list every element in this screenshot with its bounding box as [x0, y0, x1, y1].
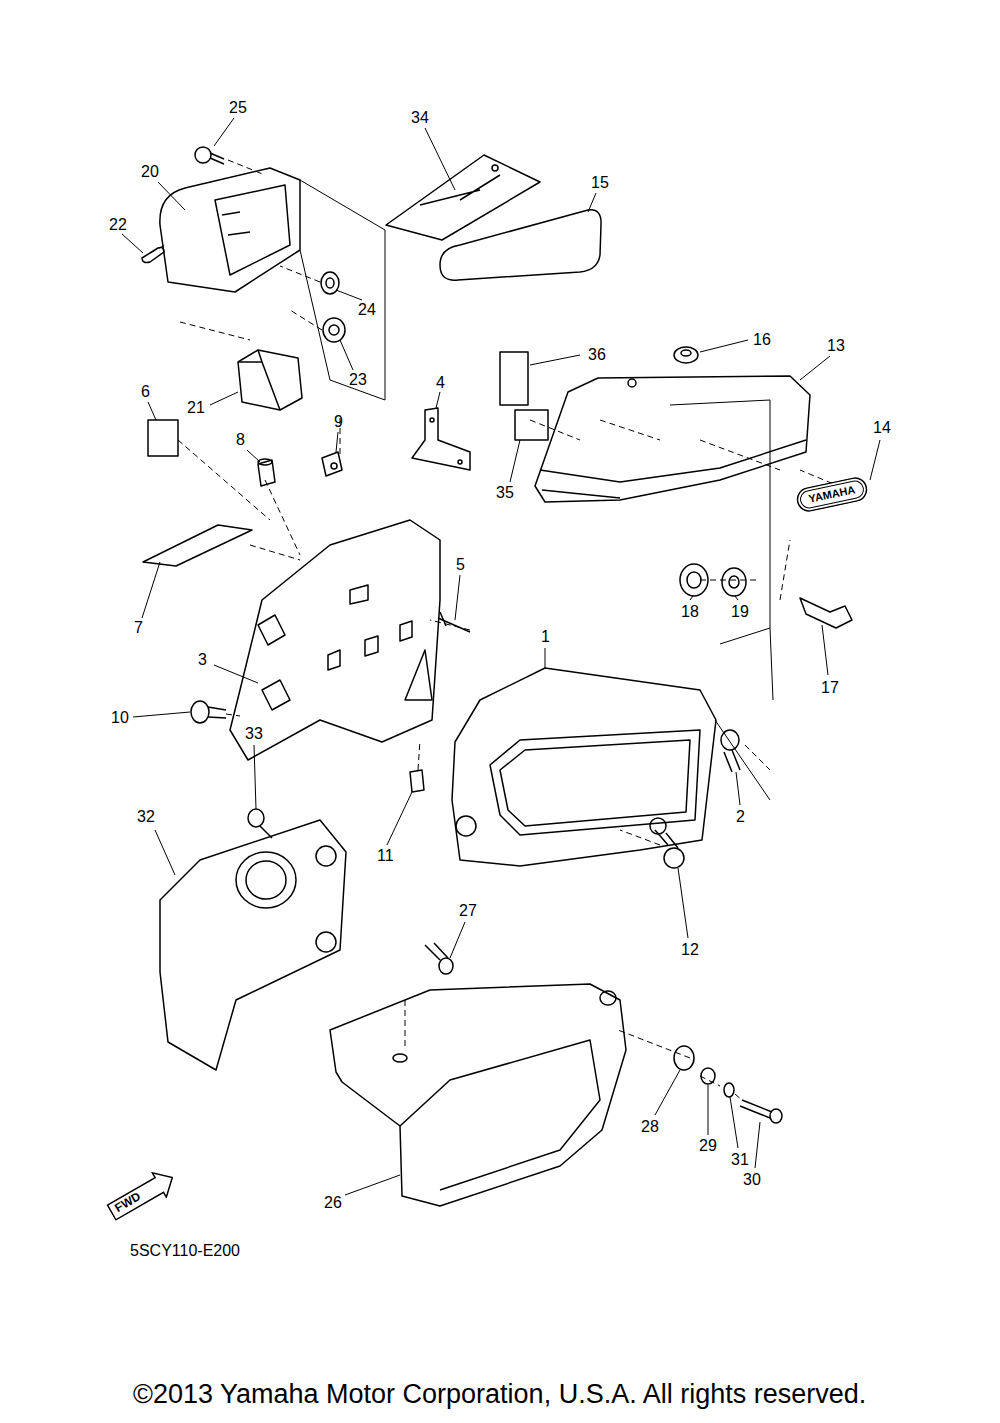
- callout-number: 16: [753, 332, 771, 348]
- arrow-outline: [103, 1164, 180, 1226]
- callout-number: 26: [324, 1195, 342, 1211]
- callout-number: 14: [873, 420, 891, 436]
- callout-number: 7: [134, 620, 143, 636]
- callout-number: 15: [591, 175, 609, 191]
- callout-number: 10: [111, 710, 129, 726]
- callout-number: 28: [641, 1119, 659, 1135]
- callout-number: 3: [198, 652, 207, 668]
- callout-number: 4: [436, 375, 445, 391]
- callout-number: 24: [358, 302, 376, 318]
- callout-number: 30: [743, 1172, 761, 1188]
- callout-number: 1: [541, 629, 550, 645]
- emblem-badge: YAMAHA: [794, 475, 870, 514]
- callout-number: 22: [109, 217, 127, 233]
- callout-number: 5: [456, 557, 465, 573]
- callout-number: 27: [459, 903, 477, 919]
- callout-number: 2: [736, 809, 745, 825]
- callout-number: 20: [141, 164, 159, 180]
- callout-number: 34: [411, 110, 429, 126]
- callout-number: 11: [377, 848, 394, 864]
- callout-number: 8: [236, 432, 245, 448]
- callout-number: 6: [141, 384, 150, 400]
- callout-number: 36: [588, 347, 606, 363]
- callout-number: 19: [731, 604, 749, 620]
- callout-number: 23: [349, 372, 367, 388]
- callout-number: 12: [681, 942, 699, 958]
- callout-number: 21: [187, 400, 205, 416]
- callout-number: 35: [496, 485, 514, 501]
- callout-number: 33: [245, 726, 263, 742]
- callout-number: 9: [334, 414, 343, 430]
- callout-number: 31: [731, 1152, 749, 1168]
- callout-number: 13: [827, 338, 845, 354]
- callout-number: 32: [137, 809, 155, 825]
- callout-number: 25: [229, 100, 247, 116]
- forward-arrow: FWD: [103, 1164, 180, 1226]
- figure-code: 5SCY110-E200: [130, 1243, 240, 1259]
- copyright-caption: ©2013 Yamaha Motor Corporation, U.S.A. A…: [133, 1381, 866, 1408]
- callout-number: 17: [821, 680, 839, 696]
- callout-number: 29: [699, 1138, 717, 1154]
- callout-number: 18: [681, 604, 699, 620]
